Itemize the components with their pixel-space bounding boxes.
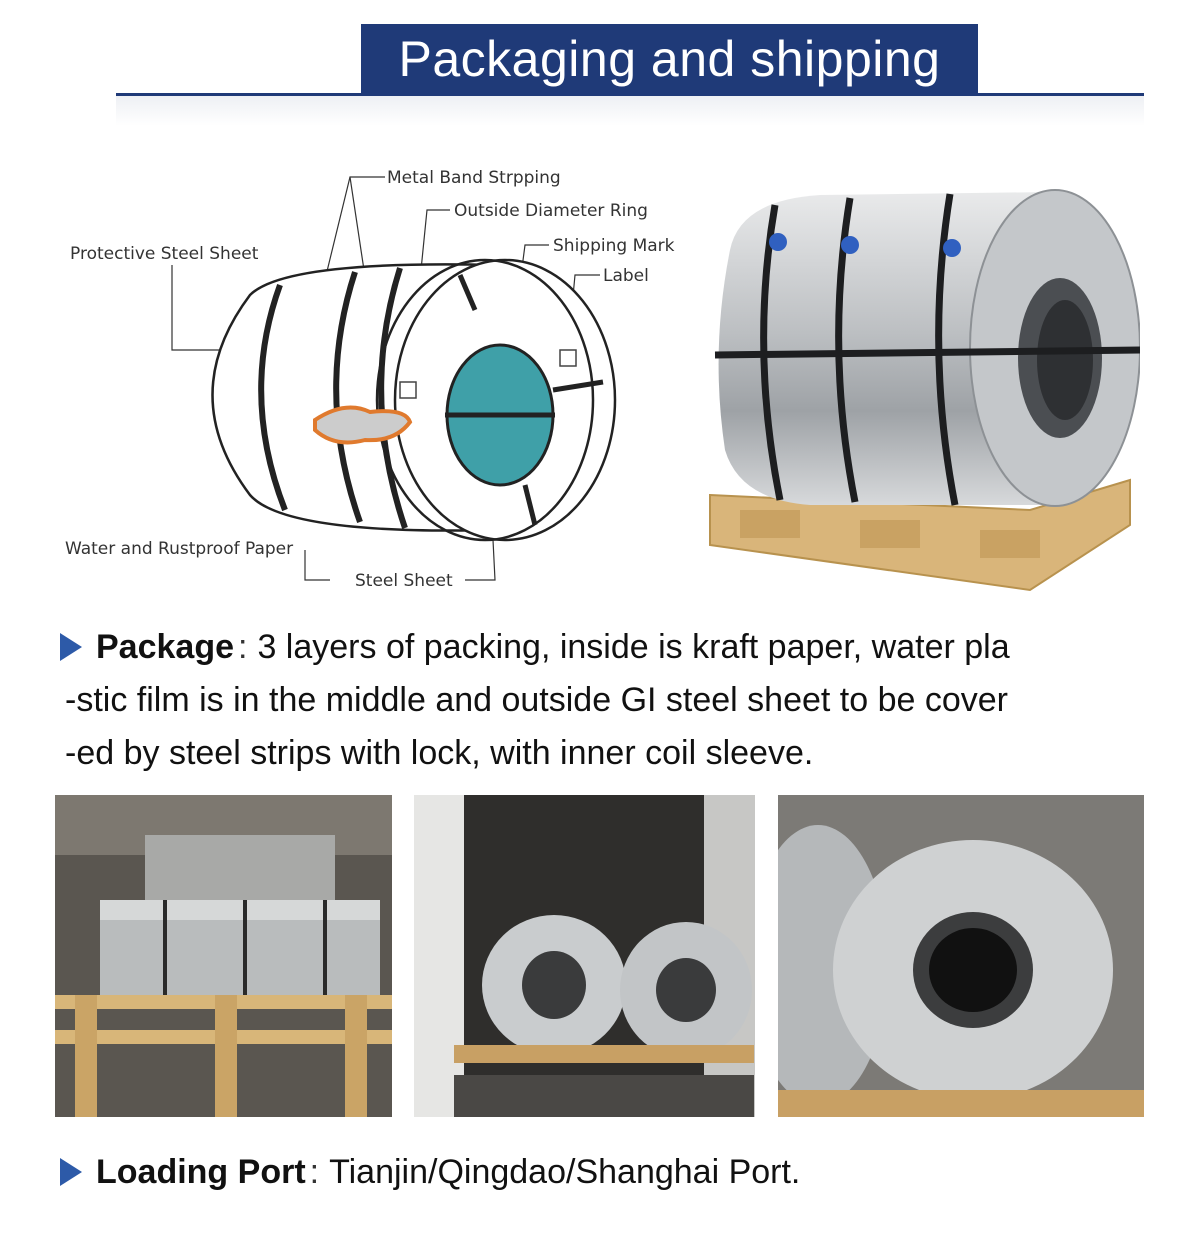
coil-on-pallet-photo: [709, 189, 1140, 592]
container-loading-photo-2: [414, 795, 755, 1117]
leader-outside-ring: [419, 209, 450, 281]
loading-port-heading: Loading Port: [96, 1153, 306, 1191]
package-line-1: 3 layers of packing, inside is kraft pap…: [257, 628, 1010, 666]
label-protective-sheet: Protective Steel Sheet: [70, 244, 259, 264]
loading-port-bullet: Loading Port:Tianjin/Qingdao/Shanghai Po…: [60, 1153, 800, 1192]
package-line-3-row: -ed by steel strips with lock, with inne…: [65, 734, 813, 773]
steel-strap-3: [378, 267, 408, 529]
coil-packaging-diagram: Metal Band Strpping Outside Diameter Rin…: [65, 168, 675, 591]
label-box: [559, 349, 577, 367]
package-line-3: -ed by steel strips with lock, with inne…: [65, 734, 814, 772]
package-line-2-row: -stic film is in the middle and outside …: [65, 681, 1008, 720]
package-bullet: Package:3 layers of packing, inside is k…: [60, 628, 1010, 667]
label-rustproof-paper: Water and Rustproof Paper: [65, 539, 293, 559]
bullet-arrow-icon: [60, 633, 82, 661]
container-loading-photo-3: [778, 795, 1144, 1117]
steel-strap-2: [333, 271, 363, 524]
label-outside-ring: Outside Diameter Ring: [454, 201, 648, 221]
shipping-mark-box: [399, 381, 417, 399]
bullet-arrow-icon: [60, 1158, 82, 1186]
section-title-banner: Packaging and shipping: [361, 24, 978, 94]
loading-port-value: Tianjin/Qingdao/Shanghai Port.: [329, 1153, 801, 1191]
loading-port-separator: :: [309, 1153, 320, 1191]
steel-strap-1: [258, 283, 288, 512]
label-metal-band: Metal Band Strpping: [387, 168, 561, 188]
package-heading: Package: [96, 628, 234, 666]
container-loading-photo-1: [55, 795, 392, 1117]
label-label: Label: [603, 266, 649, 286]
label-steel-sheet: Steel Sheet: [355, 571, 453, 591]
package-line-2: -stic film is in the middle and outside …: [65, 681, 1009, 719]
title-underline-shadow: [116, 96, 1144, 126]
label-shipping-mark: Shipping Mark: [553, 236, 675, 256]
section-title: Packaging and shipping: [398, 31, 941, 87]
leader-rustproof-paper: [304, 550, 330, 581]
title-underline: [116, 93, 1144, 96]
rustproof-paper-cutaway: [313, 405, 413, 445]
package-separator: :: [238, 628, 248, 666]
